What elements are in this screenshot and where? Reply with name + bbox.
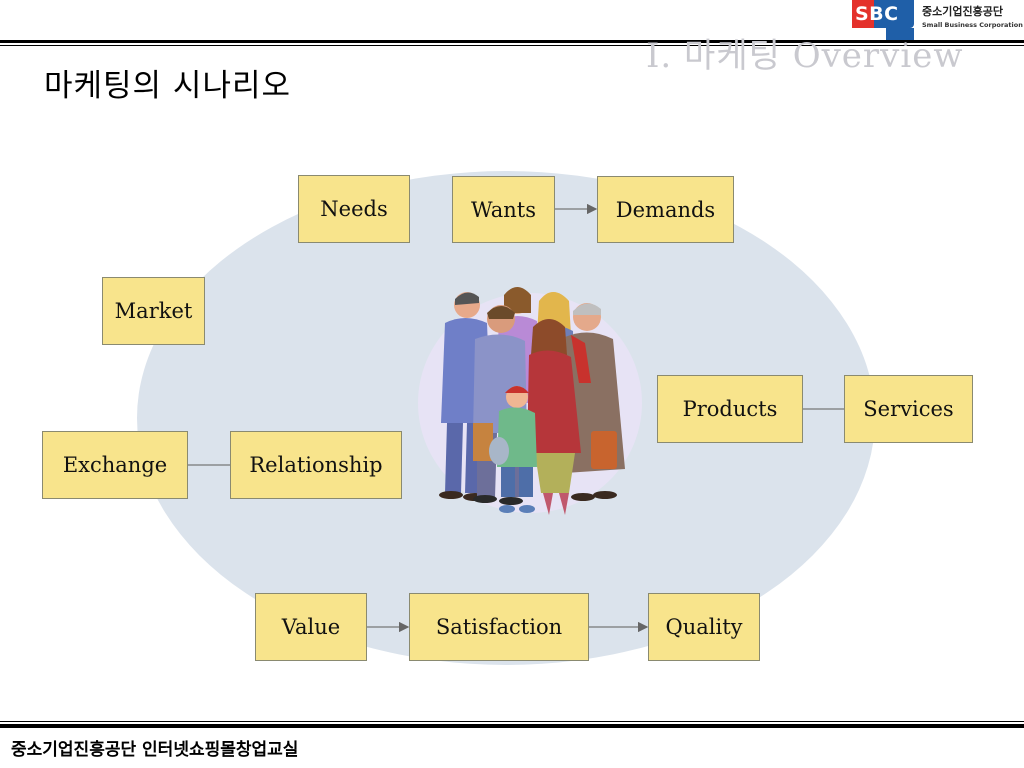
node-quality: Quality xyxy=(648,593,760,661)
logo-red-block xyxy=(852,0,874,28)
node-satisfaction: Satisfaction xyxy=(409,593,589,661)
logo-blue-bar xyxy=(886,28,914,40)
logo-english-name: Small Business Corporation xyxy=(922,21,1023,29)
node-market: Market xyxy=(102,277,205,345)
node-needs: Needs xyxy=(298,175,410,243)
footer-rule-thick xyxy=(0,724,1024,728)
slide-title: 마케팅의 시나리오 xyxy=(44,68,292,104)
node-wants: Wants xyxy=(452,176,555,243)
node-products: Products xyxy=(657,375,803,443)
footer-rule-thin xyxy=(0,721,1024,722)
logo-korean-name: 중소기업진흥공단 xyxy=(922,5,1003,18)
header-rule-thin xyxy=(0,45,1024,46)
section-title: I. 마케팅 Overview xyxy=(646,36,964,76)
node-demands: Demands xyxy=(597,176,734,243)
sbc-logo: SBC 중소기업진흥공단 Small Business Corporation xyxy=(852,0,1024,40)
node-services: Services xyxy=(844,375,973,443)
node-value: Value xyxy=(255,593,367,661)
node-relationship: Relationship xyxy=(230,431,402,499)
footer-text: 중소기업진흥공단 인터넷쇼핑몰창업교실 xyxy=(11,740,299,760)
people-group-icon xyxy=(418,287,642,515)
node-exchange: Exchange xyxy=(42,431,188,499)
header-rule-thick xyxy=(0,40,1024,43)
logo-initials: SBC xyxy=(855,3,899,25)
